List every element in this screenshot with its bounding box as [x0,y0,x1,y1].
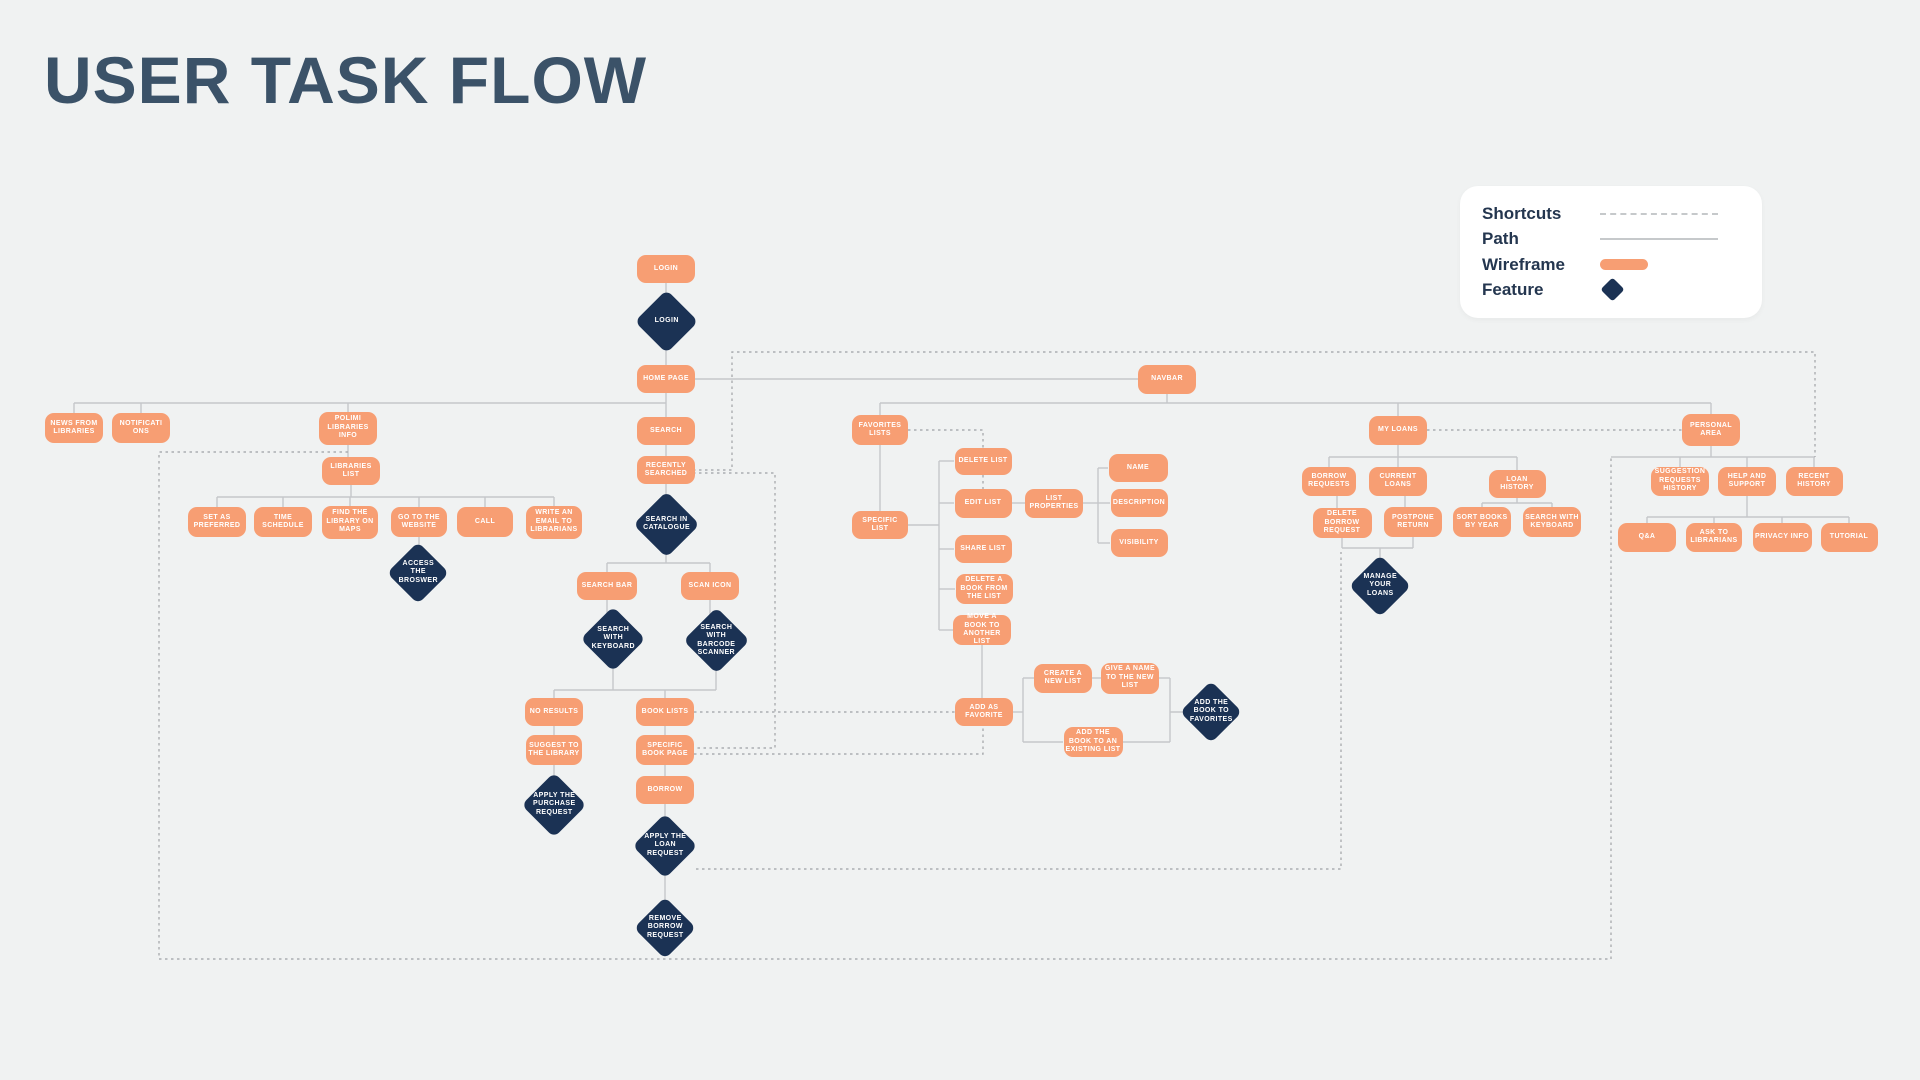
wireframe-node-loan-history: LOAN HISTORY [1488,470,1546,498]
wireframe-node-give-a-name-to-the-new-list: GIVE A NAME TO THE NEW LIST [1101,662,1159,694]
wireframe-node-search-with-keyboard-box: SEARCH WITH KEYBOARD [1523,507,1581,537]
wireframe-node-sort-books-by-year: SORT BOOKS BY YEAR [1453,507,1511,537]
wireframe-node-privacy-info: PRIVACY INFO [1752,522,1812,552]
wireframe-node-help-and-support: HELP AND SUPPORT [1718,466,1776,496]
wireframe-node-ask-to-librarians: ASK TO LIBRARIANS [1686,522,1742,552]
wireframe-node-book-lists: BOOK LISTS [636,698,694,726]
wireframe-node-recently-searched: RECENTLY SEARCHED [637,456,695,484]
wireframe-node-delete-list: DELETE LIST [954,447,1012,475]
wireframe-node-personal-area: PERSONAL AREA [1682,414,1740,446]
shortcut-line [693,351,1816,471]
feature-node-label: ADD THE BOOK TO FAVORITES [1189,699,1233,724]
wireframe-node-tutorial: TUTORIAL [1820,522,1878,552]
legend-label-shortcuts: Shortcuts [1482,204,1562,223]
wireframe-node-my-loans: MY LOANS [1369,415,1427,445]
wireframe-node-edit-list: EDIT LIST [954,488,1012,518]
wireframe-node-libraries-list: LIBRARIES LIST [322,457,380,485]
wireframe-node-home-page: HOME PAGE [637,365,695,393]
legend-label-path: Path [1482,229,1519,249]
wireframe-node-write-an-email-to-librarians: WRITE AN EMAIL TO LIBRARIANS [526,505,582,539]
wireframe-node-recent-history: RECENT HISTORY [1785,466,1843,496]
shortcut-line [693,472,776,749]
wireframe-node-name: NAME [1108,454,1168,482]
legend-row-shortcuts: Shortcuts [1482,202,1740,226]
legend-row-wireframe: Wireframe [1482,253,1740,277]
wireframe-node-current-loans: CURRENT LOANS [1369,466,1427,496]
path-line-sample [1600,238,1740,241]
page-title: USER TASK FLOW [44,43,648,117]
wireframe-node-find-the-library-on-maps: FIND THE LIBRARY ON MAPS [322,505,378,539]
wireframe-node-borrow-requests: BORROW REQUESTS [1302,466,1356,496]
wireframe-node-add-the-book-to-an-existing-list: ADD THE BOOK TO AN EXISTING LIST [1063,727,1123,757]
feature-node-label: LOGIN [653,316,679,324]
wireframe-node-create-a-new-list: CREATE A NEW LIST [1034,663,1092,693]
legend-row-path: Path [1482,227,1740,251]
wireframe-node-go-to-the-website: GO TO THE WEBSITE [391,507,447,537]
wireframe-node-list-properties: LIST PROPERTIES [1025,488,1083,518]
feature-node-label: MANAGE YOUR LOANS [1363,573,1397,598]
wireframe-node-visibility: VISIBILITY [1110,529,1168,557]
feature-node-label: REMOVE BORROW REQUEST [646,915,684,940]
wireframe-node-notifications: NOTIFICATI ONS [112,413,170,443]
wireframe-node-add-as-favorite: ADD AS FAVORITE [955,698,1013,726]
legend-label-wireframe: Wireframe [1482,254,1565,274]
legend-row-feature: Feature [1482,277,1740,303]
feature-node-label: ACCESS THE BROSWER [398,560,438,585]
wireframe-node-description: DESCRIPTION [1110,489,1168,517]
feature-node-label: SEARCH WITH BARCODE SCANNER [696,623,736,656]
wireframe-node-specific-book-page: SPECIFIC BOOK PAGE [636,735,694,765]
wireframe-node-suggestion-requests-history: SUGGESTION REQUESTS HISTORY [1651,466,1709,496]
feature-node-label: SEARCH WITH KEYBOARD [591,626,635,651]
feature-node-label: APPLY THE LOAN REQUEST [643,833,687,858]
wireframe-node-suggest-to-the-library: SUGGEST TO THE LIBRARY [526,735,582,765]
shortcuts-line-sample [1600,213,1740,215]
wireframe-node-delete-borrow-request: DELETE BORROW REQUEST [1312,508,1372,538]
wireframe-node-search: SEARCH [637,417,695,445]
wireframe-node-scan-icon: SCAN ICON [681,572,739,600]
wireframe-node-share-list: SHARE LIST [954,535,1012,563]
wireframe-node-move-a-book-to-another-list: MOVE A BOOK TO ANOTHER LIST [953,613,1011,645]
wireframe-node-qa: Q&A [1618,522,1676,552]
wireframe-node-time-schedule: TIME SCHEDULE [254,507,312,537]
wireframe-node-postpone-return: POSTPONE RETURN [1384,507,1442,537]
wireframe-pill-sample [1600,259,1740,271]
legend-label-feature: Feature [1482,279,1544,299]
wireframe-node-borrow: BORROW [636,776,694,804]
wireframe-node-news-from-libraries: NEWS FROM LIBRARIES [45,413,103,443]
feature-diamond-sample [1600,277,1740,303]
feature-node-label: APPLY THE PURCHASE REQUEST [532,792,576,817]
wireframe-node-favorites-lists: FAVORITES LISTS [852,415,908,445]
wireframe-node-set-as-preferred: SET AS PREFERRED [188,507,246,537]
wireframe-node-specific-list: SPECIFIC LIST [852,511,908,539]
wireframe-node-no-results: NO RESULTS [525,698,583,726]
wireframe-node-delete-a-book-from-the-list: DELETE A BOOK FROM THE LIST [955,574,1013,604]
wireframe-node-call: CALL [457,507,513,537]
shortcut-line [694,726,984,755]
wireframe-node-search-bar: SEARCH BAR [577,572,637,600]
feature-node-label: SEARCH IN CATALOGUE [642,515,690,531]
legend-card: Shortcuts Path Wireframe Feature [1460,186,1762,318]
wireframe-node-login-box: LOGIN [637,255,695,283]
wireframe-node-navbar: NAVBAR [1138,364,1196,394]
wireframe-node-polimi-libraries-info: POLIMI LIBRARIES INFO [319,411,377,445]
shortcut-line [158,451,1612,960]
shortcut-line [696,552,1342,870]
